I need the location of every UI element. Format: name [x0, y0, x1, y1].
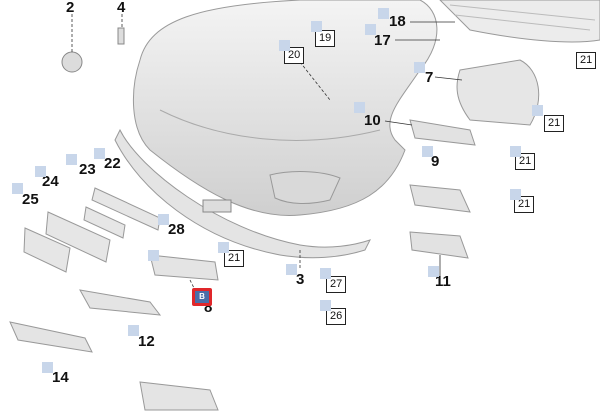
- callout-24: 24: [42, 173, 59, 190]
- callout-17: 17: [374, 32, 391, 49]
- callout-28: 28: [168, 221, 185, 238]
- callout-4: 4: [117, 0, 126, 16]
- callout-box-21c: 21: [515, 153, 536, 170]
- callout-10: 10: [364, 112, 381, 129]
- trim-14: [9, 321, 93, 353]
- marker-square: [532, 105, 543, 116]
- spoiler-lip: [114, 128, 371, 259]
- marker-square: [286, 264, 297, 275]
- marker-square: [35, 166, 46, 177]
- marker-square: [94, 148, 105, 159]
- marker-square: [320, 300, 331, 311]
- marker-square: [66, 154, 77, 165]
- marker-square: [365, 24, 376, 35]
- marker-square: [311, 21, 322, 32]
- callout-box-27: 27: [326, 276, 347, 293]
- plate-25: [23, 227, 71, 273]
- callout-14: 14: [52, 369, 69, 386]
- callout-9: 9: [431, 153, 440, 170]
- callout-box-21e: 21: [224, 250, 245, 267]
- bumper-cover: [132, 0, 438, 217]
- callout-box-19: 19: [315, 30, 336, 47]
- grille-11: [409, 231, 469, 259]
- grille-8: [149, 254, 219, 281]
- marker-square: [428, 266, 439, 277]
- marker-square: [148, 250, 159, 261]
- callout-12: 12: [138, 333, 155, 350]
- marker-square: [510, 146, 521, 157]
- callout-8: 8: [204, 299, 213, 316]
- marker-square: [218, 242, 229, 253]
- trim-12: [79, 289, 162, 316]
- cap-2: [61, 51, 83, 73]
- trim-bottom: [139, 381, 219, 411]
- callout-2: 2: [66, 0, 75, 16]
- marker-square: [279, 40, 290, 51]
- callout-box-21a: 21: [576, 52, 597, 69]
- grille-9: [409, 184, 471, 213]
- callout-25: 25: [22, 191, 39, 208]
- callout-box-26: 26: [326, 308, 347, 325]
- marker-square: [12, 183, 23, 194]
- marker-square: [378, 8, 389, 19]
- callout-box-21b: 21: [544, 115, 565, 132]
- marker-square: [128, 325, 139, 336]
- badge-b-text: B: [195, 291, 209, 303]
- marker-square: [414, 62, 425, 73]
- grille-10: [409, 119, 476, 146]
- callout-7: 7: [425, 69, 434, 86]
- marker-square: [354, 102, 365, 113]
- bolt-4: [117, 27, 125, 45]
- bracket-28: [202, 199, 232, 213]
- callout-box-20: 20: [284, 47, 305, 64]
- plate-22: [91, 187, 161, 231]
- bracket-7: [456, 59, 540, 126]
- callout-23: 23: [79, 161, 96, 178]
- marker-square: [320, 268, 331, 279]
- marker-square: [42, 362, 53, 373]
- plate-24: [45, 211, 111, 263]
- callout-22: 22: [104, 155, 121, 172]
- marker-square: [422, 146, 433, 157]
- callout-box-21d: 21: [514, 196, 535, 213]
- marker-square: [158, 214, 169, 225]
- callout-3: 3: [296, 271, 305, 288]
- plate-23: [83, 206, 126, 239]
- marker-square: [510, 189, 521, 200]
- callout-18: 18: [389, 13, 406, 30]
- callout-11: 11: [435, 273, 451, 290]
- badge-b: B: [192, 288, 212, 306]
